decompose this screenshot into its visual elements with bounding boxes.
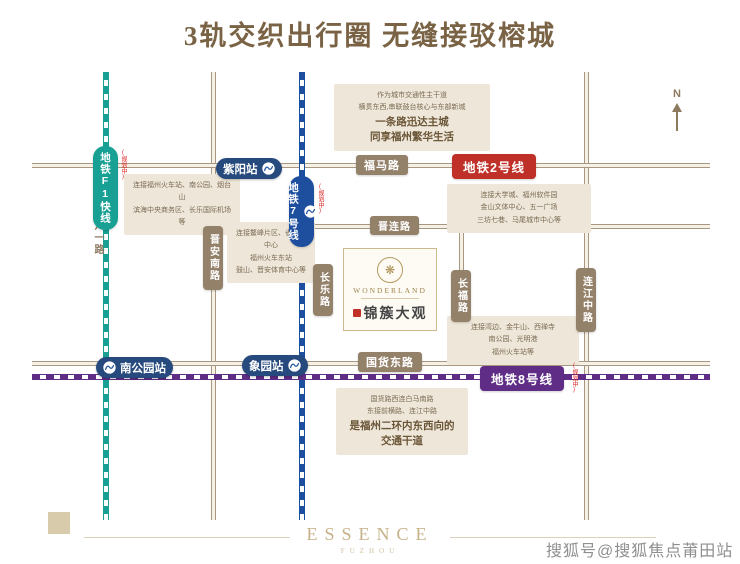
note-metro-8: 连接湾边、金牛山、西禅寺 南公园、光明港 福州火车站等: [447, 316, 579, 365]
note-highlight: 一条路迅达主城: [375, 115, 449, 128]
station-ziyang: 紫阳站: [216, 158, 282, 179]
note-line: 作为城市交通性主干道: [377, 92, 447, 99]
road-jinan-south: [211, 72, 216, 520]
note-metro-f1: 连接福州火车站、南公园、烟台山 滨海中央商务区、长乐国际机场等: [124, 174, 240, 235]
note-line: 横贯东西,串联鼓台核心与东部新城: [358, 104, 466, 112]
station-xiangyuan: 象园站: [242, 355, 308, 376]
footer-rule-left: [84, 537, 290, 538]
badge-metro-2: 地铁2号线: [452, 154, 536, 179]
note-line: 福州火车东站: [250, 254, 292, 262]
note-line: 三坊七巷、马尾城市中心等: [477, 216, 561, 224]
station-nangongyuan-label: 南公园站: [120, 362, 166, 375]
north-arrow: N: [666, 88, 688, 137]
station-ziyang-label: 紫阳站: [223, 163, 258, 176]
badge-metro-f1: 地铁F1快线: [93, 146, 118, 230]
badge-metro-f1-label: 地铁F1快线: [99, 152, 111, 224]
note-line: 连接大学城、福州软件园: [480, 192, 558, 199]
road-label-changle-text: 长乐路: [317, 272, 329, 308]
project-name-row: 锦簇大观: [352, 303, 428, 323]
badge-metro-7: 地铁7号线: [287, 176, 317, 247]
badge-metro-7-label: 地铁7号线: [287, 182, 299, 241]
badge-metro-8-label: 地铁8号线: [491, 373, 553, 387]
note-top-corridor: 作为城市交通性主干道 横贯东西,串联鼓台核心与东部新城 一条路迅达主城 同享福州…: [334, 84, 490, 151]
metro-logo-icon: [287, 359, 301, 372]
note-line: 连接鳌峰片区、省体育中心: [236, 230, 306, 250]
footer-logo-sub: FUZHOU: [340, 547, 400, 555]
road-label-changle: 长乐路: [313, 264, 333, 316]
metro-line-8: [32, 374, 710, 380]
note-line: 连接湾边、金牛山、西禅寺: [471, 324, 555, 331]
road-label-changfu-text: 长福路: [455, 278, 467, 314]
metro-line-f1: [103, 72, 109, 520]
metro-logo-icon: [304, 205, 317, 218]
road-label-guohuo-text: 国货东路: [366, 357, 414, 369]
station-xiangyuan-label: 象园站: [249, 360, 284, 373]
brand-seal-icon: [352, 309, 361, 317]
metro-logo-icon: [103, 361, 116, 374]
project-name: 锦簇大观: [363, 307, 428, 322]
road-label-fuma-text: 福马路: [364, 160, 400, 172]
footer-ornament: [48, 512, 70, 534]
metro-7-plan-note: (规划中): [317, 184, 323, 214]
note-line: 国货路西连白马南路: [370, 396, 434, 403]
station-nangongyuan: 南公园站: [96, 357, 173, 378]
note-metro-2: 连接大学城、福州软件园 金山文体中心、五一广场 三坊七巷、马尾城市中心等: [447, 184, 591, 233]
road-label-fuma: 福马路: [356, 155, 408, 175]
note-line: 南公园、光明港: [488, 336, 538, 344]
metro-8-plan-note: (规划中): [571, 363, 577, 393]
footer-logo-main: ESSENCE: [306, 524, 434, 544]
project-card: ❋ WONDERLAND 锦簇大观: [343, 248, 437, 331]
divider: [361, 298, 419, 299]
note-line: 连接福州火车站、南公园、烟台山: [133, 182, 231, 202]
watermark: 搜狐号@搜狐焦点莆田站: [546, 543, 734, 560]
metro-f1-plan-note: (规划中): [120, 150, 126, 180]
note-line: 鼓山、晋安体育中心等: [236, 266, 306, 274]
road-label-jinan: 晋安南路: [203, 226, 223, 290]
note-line: 金山文体中心、五一广场: [480, 204, 558, 212]
road-label-lianjiang-text: 连江中路: [580, 276, 592, 324]
note-guohuo-road: 国货路西连白马南路 东接前横路、连江中路 是福州二环内东西向的 交通干道: [336, 388, 468, 455]
note-highlight: 同享福州繁华生活: [370, 130, 454, 143]
brand-logo-icon: ❋: [377, 257, 403, 283]
note-line: 东接前横路、连江中路: [367, 408, 437, 416]
road-label-guohuo: 国货东路: [358, 352, 422, 372]
note-line: 滨海中央商务区、长乐国际机场等: [133, 206, 231, 226]
footer-logo: ESSENCE FUZHOU: [300, 524, 440, 555]
road-label-changfu: 长福路: [451, 270, 471, 322]
road-label-lianjiang: 连江中路: [576, 268, 596, 332]
badge-metro-8: 地铁8号线: [480, 366, 564, 391]
footer-rule-right: [450, 537, 656, 538]
brand-name-en: WONDERLAND: [353, 286, 427, 295]
metro-line-7: [299, 72, 305, 520]
road-label-jinlian-text: 晋连路: [378, 222, 411, 233]
road-label-liuyi: 六一路: [92, 220, 103, 256]
north-label: N: [673, 88, 681, 100]
road-label-jinan-text: 晋安南路: [207, 234, 219, 282]
road-label-jinlian: 晋连路: [370, 216, 419, 235]
note-highlight: 交通干道: [381, 434, 423, 447]
metro-logo-icon: [261, 162, 275, 175]
note-line: 福州火车站等: [492, 348, 534, 356]
page-title: 3轨交织出行圈 无缝接驳榕城: [183, 21, 557, 51]
badge-metro-2-label: 地铁2号线: [463, 161, 525, 175]
north-arrow-icon: [672, 103, 682, 131]
note-highlight: 是福州二环内东西向的: [349, 419, 455, 432]
